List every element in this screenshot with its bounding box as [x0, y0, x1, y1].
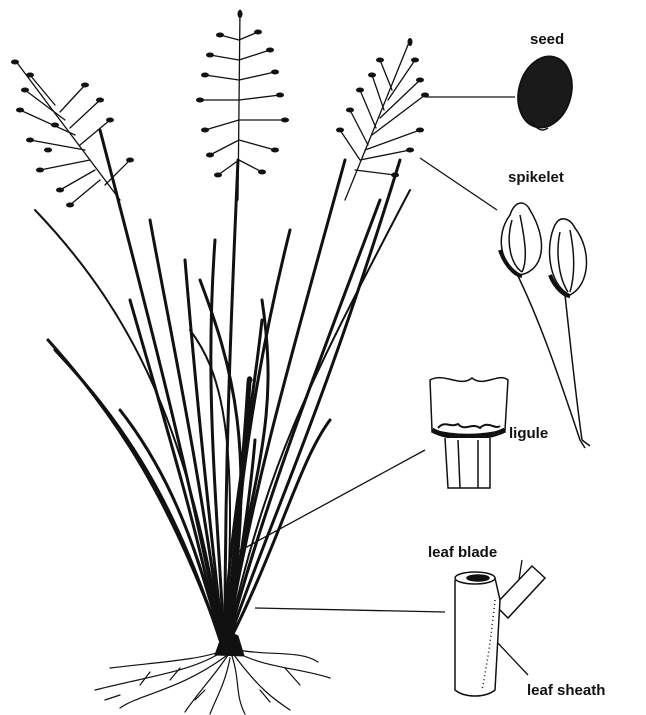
leader-ligule: [232, 450, 425, 555]
seed-illustration: [511, 50, 580, 133]
leader-sheath: [255, 608, 445, 612]
leaf-blades: [35, 130, 410, 640]
grass-plant: [11, 10, 429, 714]
panicle-spikelets: [11, 10, 429, 208]
panicle-right: [340, 40, 425, 200]
roots: [95, 650, 330, 714]
label-ligule: ligule: [509, 425, 548, 442]
leader-spikelet: [420, 158, 497, 210]
spikelet-illustration: [500, 203, 590, 448]
label-leaf-sheath: leaf sheath: [527, 682, 605, 699]
ligule-illustration: [430, 378, 508, 488]
label-leaf-blade: leaf blade: [428, 544, 497, 561]
label-spikelet: spikelet: [508, 169, 564, 186]
sheath-illustration: [455, 566, 545, 696]
panicle-center: [200, 10, 285, 200]
leader-leaf-sheath: [495, 640, 528, 675]
label-seed: seed: [530, 31, 564, 48]
